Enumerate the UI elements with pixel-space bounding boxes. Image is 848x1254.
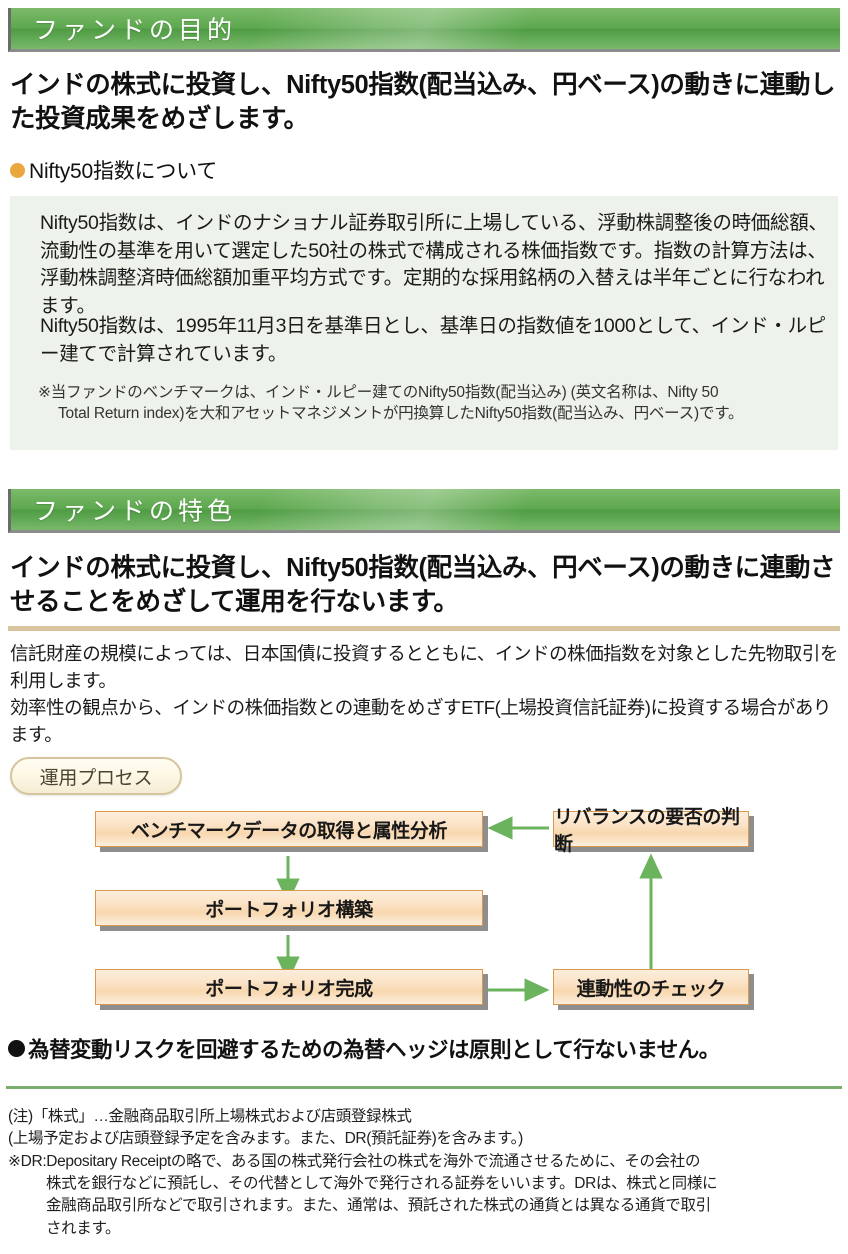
feature-paragraph-2: 効率性の観点から、インドの株価指数との連動をめざすETF(上場投資信託証券)に投… xyxy=(10,697,831,745)
footnote-line-1: (注)「株式」…金融商品取引所上場株式および店頭登録株式 xyxy=(8,1108,412,1125)
flow-box-rebalance[interactable]: リバランスの要否の判断 xyxy=(553,807,749,855)
currency-hedge-label: 為替変動リスクを回避するための為替ヘッジは原則として行ないません。 xyxy=(28,1038,720,1062)
investment-process-flow-diagram: ベンチマークデータの取得と属性分析 ポートフォリオ構築 ポートフォリオ完成 リバ… xyxy=(0,800,848,1030)
section-header-fund-purpose: ファンドの目的 xyxy=(8,8,840,52)
footnotes-block: (注)「株式」…金融商品取引所上場株式および店頭登録株式 (上場予定および店頭登… xyxy=(8,1106,844,1240)
flow-box-linkage-check[interactable]: 連動性のチェック xyxy=(553,969,749,1005)
nifty50-benchmark-note: ※当ファンドのベンチマークは、インド・ルピー建てのNifty50指数(配当込み)… xyxy=(38,382,834,425)
section-header-fund-features: ファンドの特色 xyxy=(8,489,840,533)
subheading-label: Nifty50指数について xyxy=(29,160,218,183)
section-header-title: ファンドの目的 xyxy=(33,15,237,44)
currency-hedge-statement: 為替変動リスクを回避するための為替ヘッジは原則として行ないません。 xyxy=(8,1033,720,1064)
footnote-line-4: 株式を銀行などに預託し、その代替として海外で発行される証券をいいます。DRは、株… xyxy=(46,1174,718,1192)
subheading-nifty50: Nifty50指数について xyxy=(10,155,217,185)
filled-circle-bullet-icon xyxy=(8,1040,25,1057)
flow-box-portfolio-build[interactable]: ポートフォリオ構築 xyxy=(95,890,483,926)
footnote-line-6: されます。 xyxy=(46,1219,121,1237)
fund-purpose-lead-text: インドの株式に投資し、Nifty50指数(配当込み、円ベース)の動きに連動した投… xyxy=(10,71,836,134)
flow-box-benchmark[interactable]: ベンチマークデータの取得と属性分析 xyxy=(95,811,483,847)
benchmark-note-line-1: ※当ファンドのベンチマークは、インド・ルピー建てのNifty50指数(配当込み)… xyxy=(38,384,719,401)
divider-tan xyxy=(8,626,840,631)
footnote-line-3: ※DR:Depositary Receiptの略で、ある国の株式発行会社の株式を… xyxy=(8,1152,701,1170)
process-badge: 運用プロセス xyxy=(10,757,182,795)
flow-box-portfolio-done[interactable]: ポートフォリオ完成 xyxy=(95,969,483,1005)
footnote-line-2: (上場予定および店頭登録予定を含みます。また、DR(預託証券)を含みます。) xyxy=(8,1130,523,1148)
nifty50-info-paragraph-1: Nifty50指数は、インドのナショナル証券取引所に上場している、浮動株調整後の… xyxy=(40,212,828,318)
nifty50-info-paragraph-2: Nifty50指数は、1995年11月3日を基準日とし、基準日の指数値を1000… xyxy=(40,315,826,365)
divider-green xyxy=(6,1086,842,1089)
benchmark-note-line-2: Total Return index)を大和アセットマネジメントが円換算したNi… xyxy=(58,405,744,423)
bullet-dot-icon xyxy=(10,162,25,178)
fund-features-lead-text: インドの株式に投資し、Nifty50指数(配当込み、円ベース)の動きに連動させる… xyxy=(10,554,836,617)
footnote-line-5: 金融商品取引所などで取引されます。また、通常は、預託された株式の通貨とは異なる通… xyxy=(46,1197,711,1215)
section-header-title-2: ファンドの特色 xyxy=(33,496,237,525)
nifty50-info-box: Nifty50指数は、インドのナショナル証券取引所に上場している、浮動株調整後の… xyxy=(10,196,838,450)
feature-paragraph-1: 信託財産の規模によっては、日本国債に投資するとともに、インドの株価指数を対象とし… xyxy=(10,643,838,691)
